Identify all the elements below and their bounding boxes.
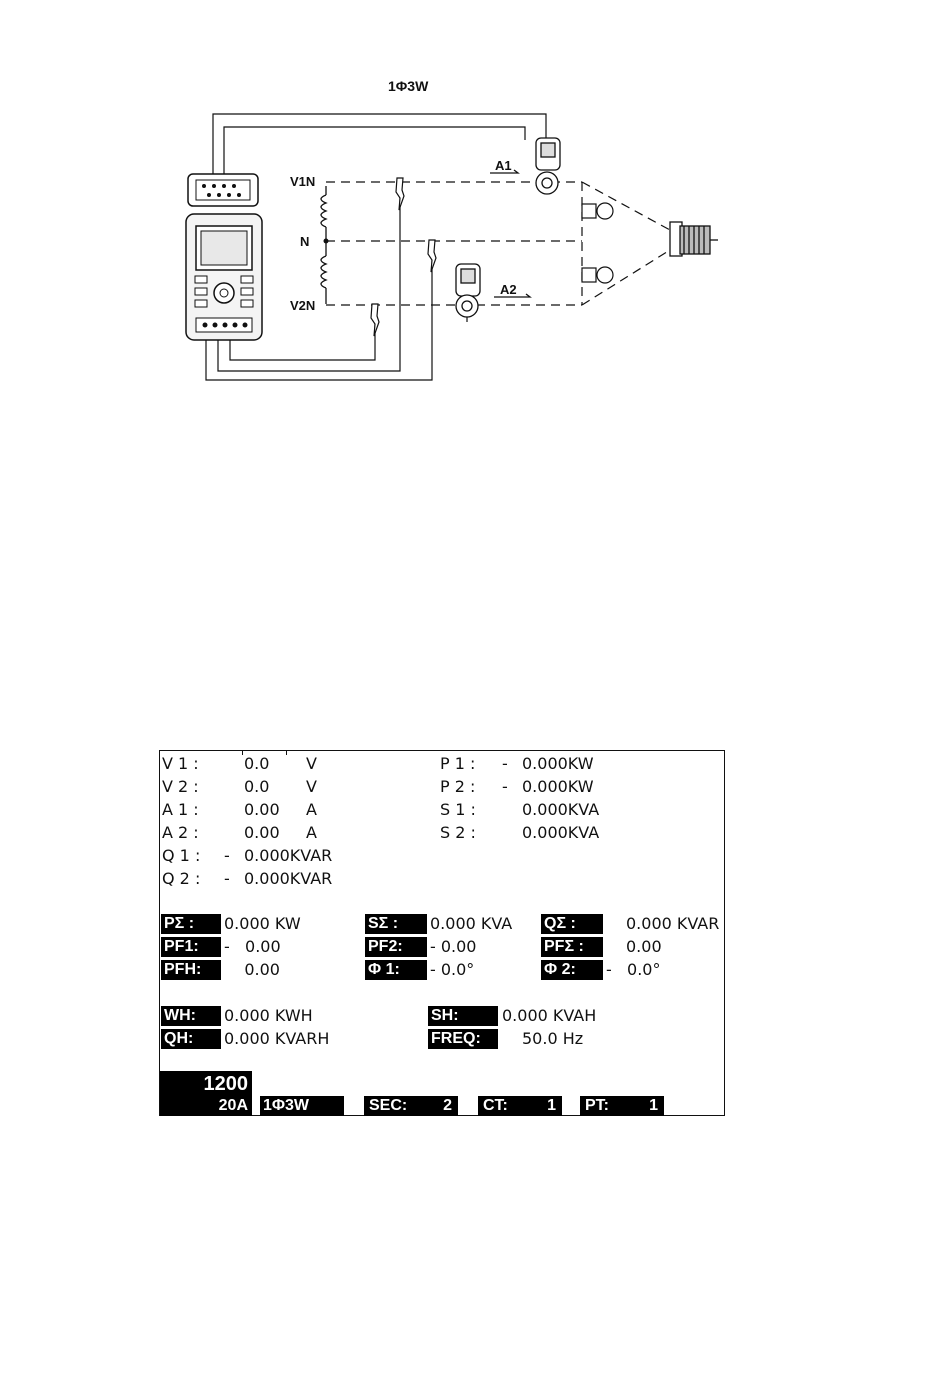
total-value: - 0.00: [430, 937, 477, 956]
range-bottom: 20A: [218, 1097, 248, 1114]
reading-unit: A: [306, 800, 317, 819]
total-label: Φ 2:: [541, 960, 603, 980]
reading-value: 0.000KVAR: [244, 869, 333, 888]
total-value: - 0.0°: [430, 960, 475, 979]
reading-value: 0.000KW: [522, 777, 594, 796]
reading-sign: -: [502, 754, 508, 773]
transformer-coils: [320, 186, 328, 304]
screen-tick: [242, 751, 243, 755]
wiring-badge: 1Φ3W: [260, 1096, 344, 1116]
total-label: PFH:: [161, 960, 221, 980]
wiring-diagram: 1Φ3W: [185, 78, 718, 381]
energy-value: 0.000 KWH: [224, 1006, 313, 1025]
reading-label: S 2 :: [440, 823, 476, 842]
energy-value: 50.0 Hz: [522, 1029, 584, 1048]
motor-icon: [669, 221, 718, 257]
ct-value: 1: [547, 1097, 556, 1114]
range-badge: 1200 20A: [160, 1071, 252, 1116]
reading-label: Q 2 :: [162, 869, 201, 888]
total-value: - 0.0°: [606, 960, 661, 979]
total-value: - 0.00: [224, 937, 281, 956]
sec-badge: SEC: 2: [364, 1096, 458, 1116]
total-label: Φ 1:: [365, 960, 427, 980]
label-n: N: [300, 234, 309, 249]
reading-value: 0.000KVA: [522, 823, 600, 842]
label-v2n: V2N: [290, 298, 315, 313]
power-lines: [326, 181, 671, 306]
label-a1: A1: [495, 158, 512, 173]
reading-label: P 1 :: [440, 754, 476, 773]
reading-value: 0.000KW: [522, 754, 594, 773]
reading-label: P 2 :: [440, 777, 476, 796]
reading-sign: -: [502, 777, 508, 796]
pt-value: 1: [649, 1097, 658, 1114]
voltage-clip-icon: [370, 177, 437, 337]
reading-unit: V: [306, 754, 317, 773]
energy-label: QH:: [161, 1029, 221, 1049]
pt-label: PT:: [585, 1097, 609, 1114]
total-label: PΣ :: [161, 914, 221, 934]
sec-label: SEC:: [369, 1097, 408, 1114]
pt-badge: PT: 1: [580, 1096, 664, 1116]
total-value: 0.000 KVA: [430, 914, 513, 933]
total-label: QΣ :: [541, 914, 603, 934]
reading-value: 0.000KVA: [522, 800, 600, 819]
sec-value: 2: [443, 1097, 452, 1114]
total-value: 0.00: [626, 937, 662, 956]
total-label: PF1:: [161, 937, 221, 957]
total-value: 0.000 KVAR: [626, 914, 720, 933]
reading-label: Q 1 :: [162, 846, 201, 865]
lamp-icon: [581, 202, 614, 284]
clamp-a2-icon: [455, 263, 481, 318]
screen-tick: [286, 751, 287, 755]
total-value: 0.00: [224, 960, 280, 979]
reading-sign: -: [224, 846, 230, 865]
energy-label: SH:: [428, 1006, 498, 1026]
reading-label: A 2 :: [162, 823, 199, 842]
diagram-title: 1Φ3W: [388, 78, 429, 94]
meter-screen: V 1 : 0.0 V V 2 : 0.0 V A 1 : 0.00 A A 2…: [159, 750, 725, 1116]
ct-badge: CT: 1: [478, 1096, 562, 1116]
total-label: SΣ :: [365, 914, 427, 934]
reading-unit: V: [306, 777, 317, 796]
arrow-a2-icon: [494, 293, 532, 298]
reading-value: 0.00: [244, 823, 280, 842]
total-label: PFΣ :: [541, 937, 603, 957]
reading-value: 0.000KVAR: [244, 846, 333, 865]
meter-device-icon: [185, 213, 263, 341]
clamp-a1-icon: [535, 137, 561, 195]
energy-label: WH:: [161, 1006, 221, 1026]
total-label: PF2:: [365, 937, 427, 957]
connector-box: [187, 173, 259, 207]
energy-value: 0.000 KVARH: [224, 1029, 330, 1048]
reading-label: V 1 :: [162, 754, 199, 773]
label-a2: A2: [500, 282, 517, 297]
energy-value: 0.000 KVAH: [502, 1006, 597, 1025]
total-value: 0.000 KW: [224, 914, 301, 933]
reading-value: 0.0: [244, 754, 270, 773]
reading-label: S 1 :: [440, 800, 476, 819]
reading-unit: A: [306, 823, 317, 842]
reading-value: 0.00: [244, 800, 280, 819]
reading-label: A 1 :: [162, 800, 199, 819]
reading-label: V 2 :: [162, 777, 199, 796]
arrow-a1-icon: [490, 169, 520, 174]
range-top: 1200: [203, 1073, 249, 1095]
reading-value: 0.0: [244, 777, 270, 796]
energy-label: FREQ:: [428, 1029, 498, 1049]
reading-sign: -: [224, 869, 230, 888]
label-v1n: V1N: [290, 174, 315, 189]
ct-label: CT:: [483, 1097, 508, 1114]
